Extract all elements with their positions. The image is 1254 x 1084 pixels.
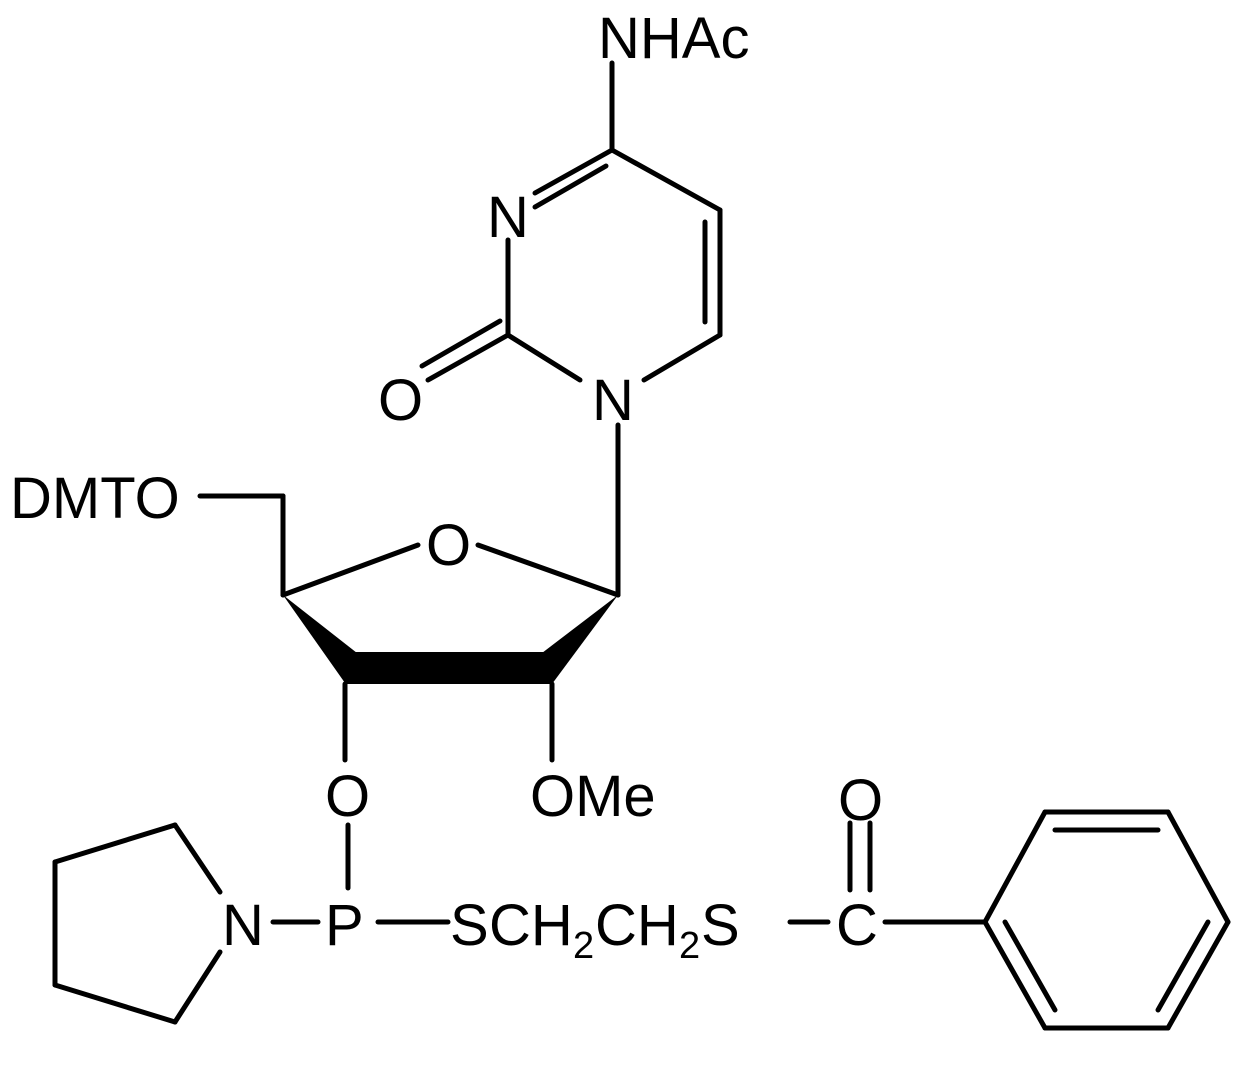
bond-ph-4 (1165, 919, 1231, 1031)
label-n3: N (487, 185, 529, 250)
bond-ph-6 (982, 919, 1048, 1031)
bond-c2-n1 (505, 332, 583, 383)
bond-ph-3 (1165, 809, 1231, 925)
label-phosphorus: P (325, 893, 364, 958)
bond-pyr-5 (172, 949, 223, 1025)
label-nhac: NHAc (598, 6, 749, 71)
label-pyrrolidine-n: N (222, 893, 264, 958)
bond-c2-o-double (419, 318, 503, 369)
pyrrolidine-ring-bonds (52, 822, 223, 1025)
label-dmto: DMTO (10, 466, 180, 531)
label-carbonyl-o: O (378, 368, 423, 433)
bond-c4-n3-double (532, 163, 609, 210)
bond-c6-n1 (641, 332, 723, 383)
label-o3prime: O (325, 764, 370, 829)
bond-ph-6-double (1002, 919, 1058, 1013)
label-ring-o: O (426, 513, 471, 578)
label-thioester-o: O (838, 768, 883, 833)
bond-pyr-2 (52, 822, 178, 865)
phosphite-linker-bonds (270, 820, 988, 925)
bold-bond-c3prime-c2prime (345, 652, 552, 684)
label-thioester-c: C (836, 893, 878, 958)
label-sulfur-2: S (701, 893, 740, 958)
label-subscript-2: 2 (679, 925, 700, 967)
label-ome: OMe (530, 764, 656, 829)
label-sulfur-1: S (450, 893, 489, 958)
label-ch-2: CH (595, 893, 679, 958)
ribose-ring-bonds (197, 493, 621, 763)
bond-c1prime-o4prime (475, 542, 621, 598)
wedge-c1prime-c2prime (542, 595, 618, 684)
bond-ph-4-double (1155, 919, 1211, 1013)
bond-pyr-1 (172, 822, 223, 895)
label-n1: N (592, 368, 634, 433)
label-ch-1: CH (489, 893, 573, 958)
bond-c4-c5 (609, 147, 723, 213)
wedge-c4prime-c3prime (283, 595, 357, 683)
atom-labels: NHAc N O N DMTO O OMe O N P S CH 2 CH 2 … (10, 6, 883, 967)
label-subscript-1: 2 (573, 925, 594, 967)
bond-pyr-4 (52, 982, 178, 1025)
bond-c2-o (425, 332, 511, 383)
cytosine-ring-bonds (419, 60, 723, 598)
bond-o4prime-c4prime (280, 542, 421, 598)
bond-ph-1 (982, 809, 1048, 925)
bond-c4-n3 (532, 147, 615, 196)
phenyl-ring-bonds (982, 809, 1231, 1031)
